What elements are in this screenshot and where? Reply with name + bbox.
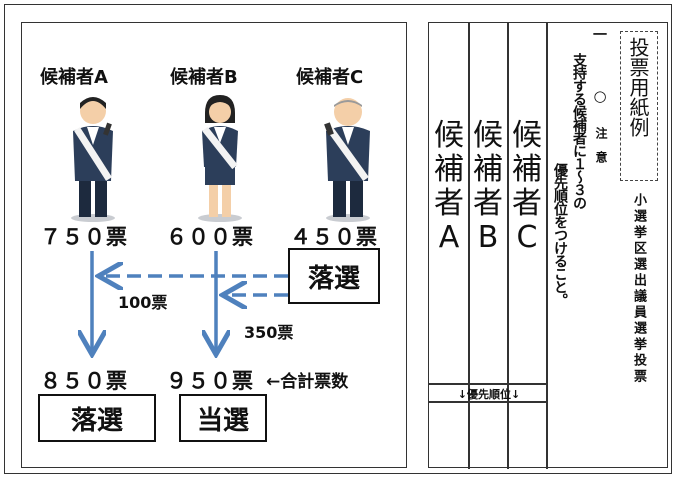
candidate-a-label: 候補者A	[40, 67, 108, 88]
ballot-title: 小選挙区選出議員選挙投票	[631, 193, 646, 385]
candidate-a-figure	[71, 97, 115, 222]
note-item1-number: 一	[591, 27, 607, 41]
candidate-a-total: ８５０票	[40, 369, 128, 393]
ballot-column-c: 候補者C	[512, 118, 542, 255]
candidate-b-votes: ６００票	[166, 225, 254, 249]
ballot-column-b: 候補者B	[473, 118, 503, 255]
candidate-b-total: ９５０票	[166, 369, 254, 393]
example-label-box	[620, 31, 658, 181]
transfer-350-label: 350票	[244, 323, 294, 342]
note-item2-text: 優先順位をつけること。	[552, 163, 568, 306]
candidate-b-result-box: 当選	[179, 394, 267, 442]
ballot-example: 候補者A 候補者B 候補者C ↓優先順位↓ 一 支持する候補者に１～３の ○ 注…	[428, 22, 668, 469]
ballot-column-a: 候補者A	[434, 118, 464, 255]
candidate-c-lost-box: 落選	[288, 248, 380, 304]
candidate-a-result-box: 落選	[38, 394, 156, 442]
candidate-c-figure	[324, 98, 370, 222]
vote-transfer-panel: 候補者A 候補者B 候補者C ７５０票 ６	[21, 22, 407, 468]
candidate-b-label: 候補者B	[170, 67, 238, 88]
note-item1-text: 支持する候補者に１～３の	[571, 53, 587, 209]
candidate-a-votes: ７５０票	[40, 225, 128, 249]
ballot-example-label: 投票用紙例	[626, 37, 650, 137]
priority-label: ↓優先順位↓	[457, 388, 521, 401]
transfer-arrows	[22, 251, 288, 469]
transfer-100-label: 100票	[118, 293, 168, 312]
note-title: 注意	[594, 127, 608, 175]
candidate-b-figure	[198, 95, 242, 222]
total-votes-label: ←合計票数	[266, 372, 349, 392]
candidate-c-label: 候補者C	[296, 67, 364, 88]
note-mark: ○	[591, 87, 609, 105]
candidate-c-votes: ４５０票	[290, 225, 378, 249]
